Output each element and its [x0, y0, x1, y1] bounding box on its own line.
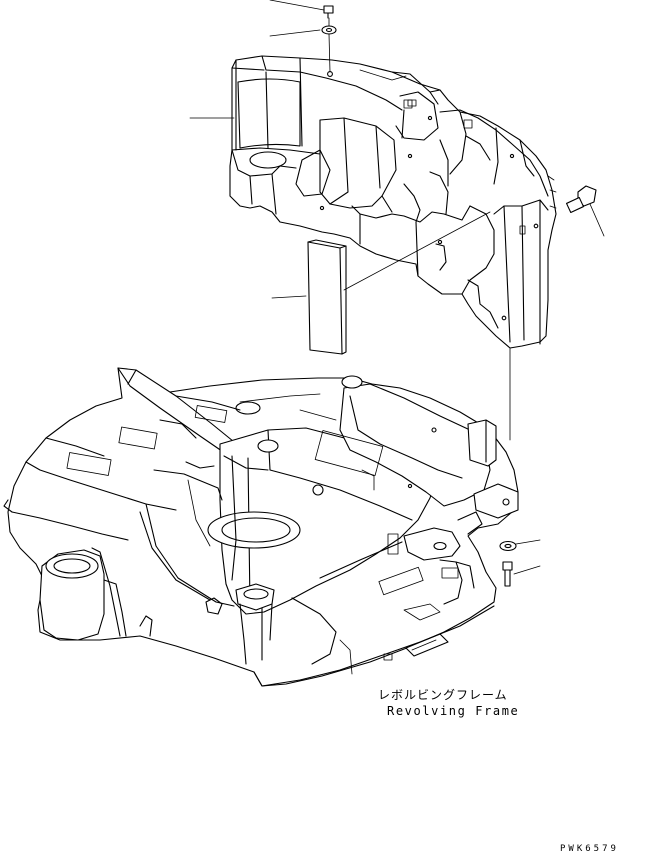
- counterweight: [229, 55, 557, 349]
- part-name-english: Revolving Frame: [387, 704, 520, 718]
- frame-inner-detail: [187, 409, 375, 547]
- revolving-frame: [3, 367, 519, 687]
- bottom-washer: [499, 540, 517, 552]
- leader-lines: [189, 0, 605, 575]
- bottom-bolt: [502, 561, 513, 587]
- side-bolt: [565, 185, 597, 214]
- top-washer: [321, 25, 337, 35]
- top-bolt: [323, 5, 334, 19]
- spacer-plate: [307, 239, 347, 355]
- part-name-japanese: レボルビングフレーム: [378, 688, 508, 702]
- drawing-code: PWK6579: [560, 844, 619, 854]
